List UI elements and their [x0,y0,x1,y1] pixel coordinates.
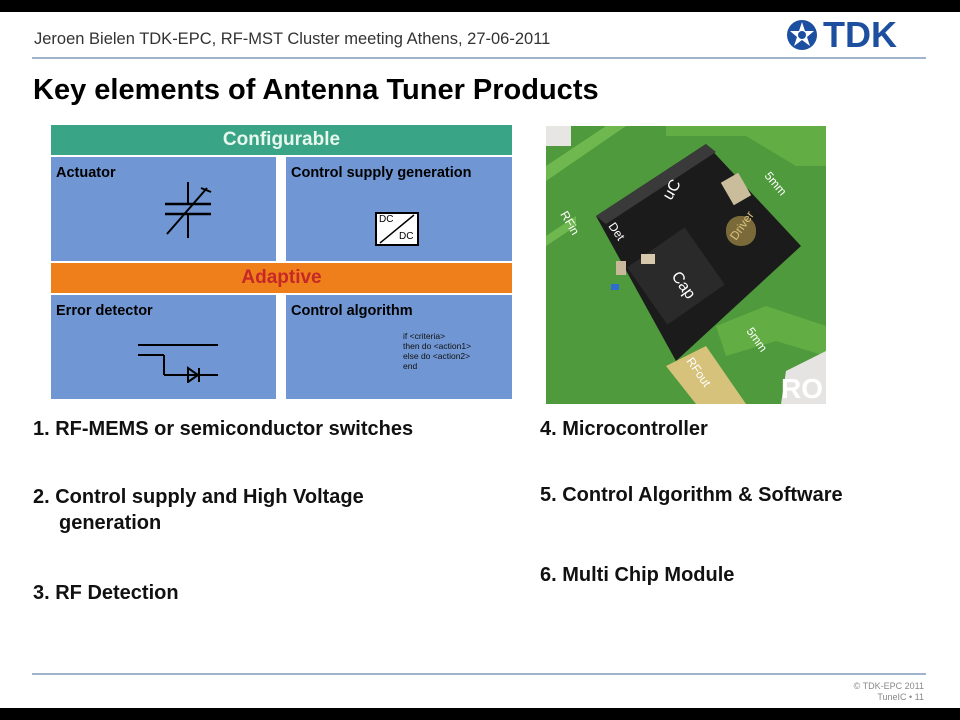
algorithm-pseudocode: if <criteria> then do <action1> else do … [403,331,471,371]
dc-dc-converter-icon [375,212,419,246]
tdk-star-icon [787,20,817,50]
header-text: Jeroen Bielen TDK-EPC, RF-MST Cluster me… [34,30,551,48]
control-algorithm-box: Control algorithm if <criteria> then do … [286,295,512,399]
footer: © TDK-EPC 2011 TuneIC • 11 [854,681,924,703]
list-item: 2. Control supply and High Voltage [33,486,364,508]
footer-copyright: © TDK-EPC 2011 [853,681,924,691]
adaptive-band: Adaptive [51,263,512,293]
logo-text: TDK [823,14,897,55]
control-supply-box: Control supply generation DC DC [286,157,512,261]
variable-capacitor-icon [165,182,212,238]
actuator-label: Actuator [56,165,116,181]
dc-bottom-label: DC [399,231,414,242]
detector-diode-icon [138,344,218,383]
configurable-band: Configurable [51,125,512,155]
tdk-logo: TDK [785,14,897,55]
header-rule [32,57,926,59]
module-photo: RFin Det uC Driver 5mm Cap 5mm RFout RO [546,126,826,404]
list-item: 3. RF Detection [33,582,179,604]
list-item: 5. Control Algorithm & Software [540,484,843,506]
photo-label: RO [781,373,823,404]
list-item: 1. RF-MEMS or semiconductor switches [33,418,414,440]
list-item: generation [59,512,162,534]
algo-line: end [403,361,418,371]
error-detector-box: Error detector [51,295,276,399]
slide: Jeroen Bielen TDK-EPC, RF-MST Cluster me… [0,12,960,708]
error-detector-label: Error detector [56,303,153,319]
algo-line: if <criteria> [403,331,446,341]
dc-top-label: DC [379,214,394,225]
list-item: 4. Microcontroller [540,418,708,440]
algo-line: else do <action2> [403,351,471,361]
footer-rule [32,673,926,675]
page-title: Key elements of Antenna Tuner Products [33,74,599,106]
footer-page: TuneIC • 11 [877,692,924,702]
control-algorithm-label: Control algorithm [291,303,413,319]
list-item: 6. Multi Chip Module [540,564,735,586]
actuator-box: Actuator [51,157,276,261]
control-supply-label: Control supply generation [291,165,472,181]
algo-line: then do <action1> [403,341,472,351]
